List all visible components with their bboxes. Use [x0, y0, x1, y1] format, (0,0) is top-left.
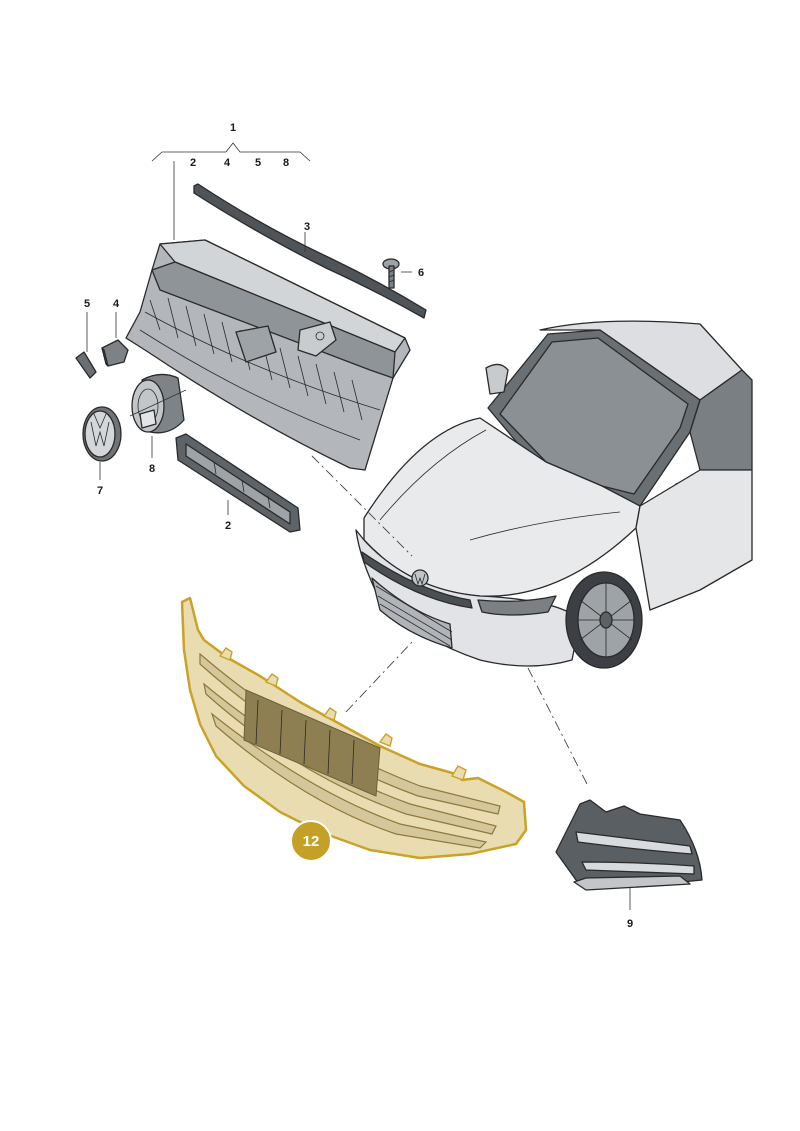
group-bracket: 1 2 4 5 8 — [151, 122, 311, 240]
seal-strip-part: 3 — [193, 183, 427, 319]
label-8: 8 — [149, 463, 155, 475]
group-item-8: 8 — [283, 157, 289, 169]
screw-part: 6 — [382, 258, 424, 289]
group-item-4: 4 — [224, 157, 231, 169]
clip-part-5: 5 — [75, 298, 97, 379]
label-7: 7 — [97, 485, 103, 497]
label-4: 4 — [113, 298, 120, 310]
label-2: 2 — [225, 520, 231, 532]
label-3: 3 — [304, 221, 310, 233]
bumper-grille-part-12[interactable] — [180, 596, 528, 860]
label-6: 6 — [418, 267, 424, 279]
bracket-part-4: 4 — [101, 298, 129, 367]
emblem-carrier-part-8: 8 — [129, 373, 187, 475]
grille-carrier-part — [125, 239, 411, 471]
vw-logo-icon: 7 — [82, 406, 122, 497]
group-item-5: 5 — [255, 157, 261, 169]
label-12: 12 — [303, 833, 320, 850]
label-1: 1 — [230, 122, 236, 134]
relation-lines — [311, 455, 589, 787]
label-9: 9 — [627, 918, 633, 930]
lower-insert-part-2: 2 — [175, 433, 301, 533]
fog-light-trim-part-9: 9 — [555, 799, 703, 930]
label-5: 5 — [84, 298, 90, 310]
group-item-2: 2 — [190, 157, 196, 169]
car-illustration — [355, 320, 753, 669]
callout-12[interactable]: 12 — [290, 820, 332, 862]
